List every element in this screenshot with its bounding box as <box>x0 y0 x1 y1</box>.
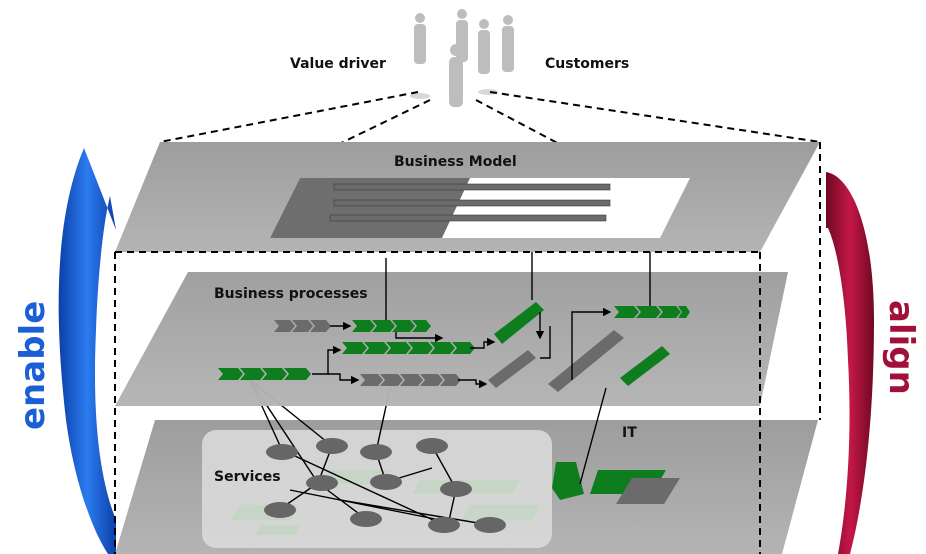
process-connectors <box>312 240 651 485</box>
enable-label: enable <box>13 301 53 430</box>
process-chains <box>218 302 690 392</box>
align-arrow <box>826 172 874 554</box>
layer-frame <box>114 142 821 554</box>
people-group-icon <box>410 9 514 107</box>
value-driver-label: Value driver <box>290 56 386 72</box>
align-label: align <box>881 300 921 395</box>
enable-arrow <box>58 148 116 554</box>
business-model-plane: Business Model <box>115 142 820 252</box>
business-model-label: Business Model <box>394 154 517 170</box>
service-nodes <box>264 438 506 533</box>
customers-label: Customers <box>545 56 629 72</box>
services-label: Services <box>214 469 281 485</box>
business-processes-plane: Business processes <box>115 240 788 485</box>
business-processes-label: Business processes <box>214 286 368 302</box>
it-plane: Services IT <box>115 379 818 554</box>
it-label: IT <box>622 425 637 441</box>
